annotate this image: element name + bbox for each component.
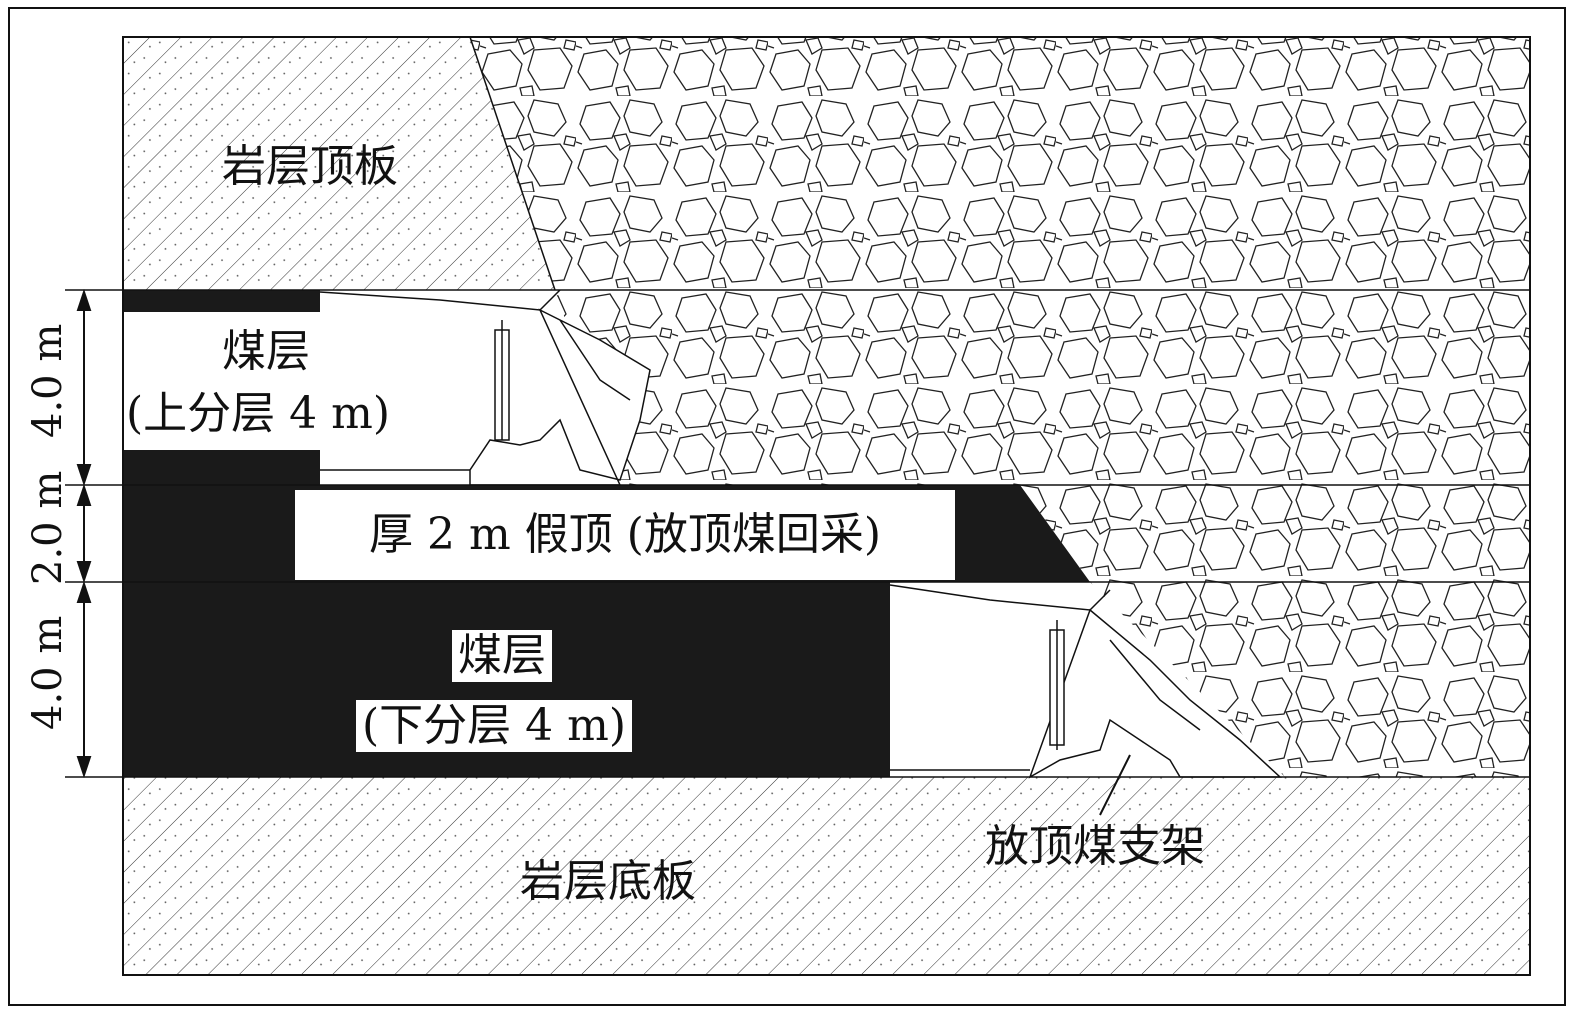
lower-seam-subtitle: (下分层 4 m) <box>356 700 633 752</box>
dim-upper: 4.0 m <box>25 323 71 438</box>
support-pointer <box>1099 754 1131 816</box>
dimension-arrows <box>76 288 92 779</box>
gob-lower <box>1020 485 1530 777</box>
lower-seam-title: 煤层 <box>452 630 552 682</box>
gob-upper <box>470 37 1530 485</box>
roof-rock <box>123 37 555 290</box>
lower-support <box>889 584 1282 779</box>
upper-coal-top <box>123 290 320 312</box>
support-label: 放顶煤支架 <box>985 821 1205 872</box>
dim-lower: 4.0 m <box>25 615 71 730</box>
floor-label: 岩层底板 <box>520 856 696 907</box>
upper-seam-title: 煤层 <box>222 326 310 377</box>
upper-support <box>319 289 651 486</box>
upper-coal-bottom <box>123 450 320 485</box>
dim-middle: 2.0 m <box>25 470 71 585</box>
outer-border <box>8 7 1566 1006</box>
inner-frame <box>122 36 1531 976</box>
roof-label: 岩层顶板 <box>222 141 398 192</box>
false-roof-label: 厚 2 m 假顶 (放顶煤回采) <box>295 490 955 580</box>
floor-rock <box>123 777 1530 975</box>
upper-seam-subtitle: (上分层 4 m) <box>126 388 391 439</box>
